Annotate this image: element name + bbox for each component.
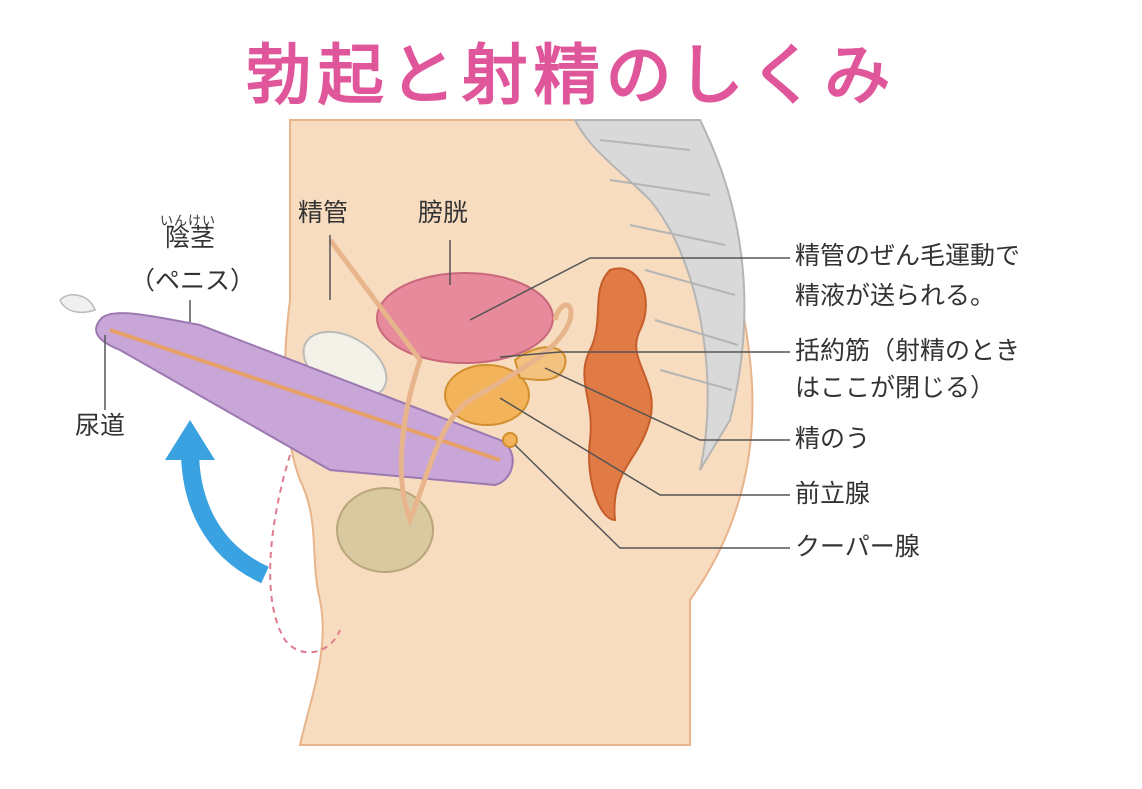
page-title: 勃起と射精のしくみ [245,37,897,114]
penis [95,312,514,487]
curved-up-arrow-icon [181,449,269,584]
label-urethra: 尿道 [75,411,126,440]
vas-deferens [328,238,574,527]
label-sphincter-1: 括約筋（射精のとき [795,336,1021,365]
label-penis: 陰茎 [165,223,216,252]
label-prostate: 前立腺 [795,479,871,508]
spine [573,119,746,471]
label-seminal-vesicle: 精のう [795,424,871,453]
label-bladder: 膀胱 [418,198,469,227]
label-vas-deferens: 精管 [298,198,349,227]
flaccid-outline [269,454,341,654]
bladder [376,272,554,364]
label-penis-ruby: いんけい [160,214,217,229]
label-cowper-gland: クーパー腺 [795,532,920,561]
cowper-gland [502,432,518,448]
label-peristalsis-1: 精管のぜん毛運動で [795,241,1021,270]
label-sphincter-2: はここが閉じる） [795,373,996,402]
label-peristalsis-2: 精液が送られる。 [795,281,996,310]
rectum [583,267,653,522]
semen-drop [59,294,96,313]
label-penis-kana: （ペニス） [130,266,256,295]
urethra-line [109,328,501,462]
